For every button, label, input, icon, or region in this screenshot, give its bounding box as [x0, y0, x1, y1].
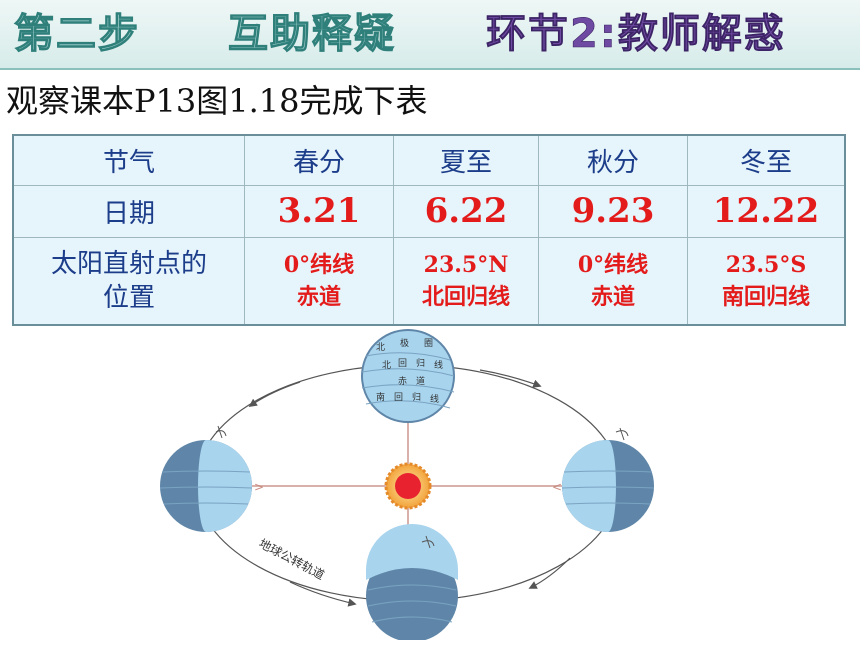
- position-summer-line1: 23.5°N: [423, 251, 509, 278]
- top-globe-label-8: 道: [416, 375, 425, 387]
- top-globe-label-4: 回: [398, 358, 407, 369]
- top-globe-label-2: 圈: [424, 338, 433, 349]
- globe-left: [159, 425, 253, 532]
- date-spring: 3.21: [244, 184, 394, 238]
- top-globe-label-12: 线: [430, 393, 439, 405]
- top-globe-label-3: 北: [382, 360, 391, 371]
- header-cell-spring: 春分: [244, 134, 394, 186]
- top-globe-label-1: 极: [400, 337, 409, 349]
- top-globe-label-7: 赤: [398, 376, 407, 387]
- position-autumn-line1: 0°纬线: [577, 251, 649, 278]
- row-label-position: 太阳直射点的 位置: [12, 236, 245, 326]
- top-globe-label-9: 南: [376, 391, 385, 403]
- top-globe-label-11: 归: [412, 391, 421, 403]
- table-header-row: 节气 春分 夏至 秋分 冬至: [12, 134, 846, 186]
- header-cell-summer: 夏至: [393, 134, 539, 186]
- sun-core: [395, 473, 421, 499]
- orbit-label: 地球公转轨道: [257, 535, 328, 582]
- globe-top: 北 极 圈 北 回 归 线 赤 道 南 回 归 线: [361, 329, 455, 423]
- position-winter-line2: 南回归线: [721, 283, 810, 310]
- position-spring-line2: 赤道: [296, 283, 341, 310]
- page-subtitle: 观察课本P13图1.18完成下表: [6, 82, 428, 120]
- earth-orbit-diagram: 北 极 圈 北 回 归 线 赤 道 南 回 归 线 地球公转轨道 > <: [159, 329, 655, 640]
- title-topic: 互助释疑: [227, 10, 396, 57]
- top-globe-label-6: 线: [434, 359, 443, 371]
- orbit-arrow-top-left: [248, 381, 301, 407]
- orbit-arrow-top-right: [479, 369, 542, 388]
- solar-terms-table: 节气 春分 夏至 秋分 冬至 日期 3.21 6.22 9.23 12.22 太…: [12, 134, 846, 326]
- header-cell-term: 节气: [12, 134, 245, 186]
- header-cell-autumn: 秋分: [538, 134, 688, 186]
- table-row-date: 日期 3.21 6.22 9.23 12.22: [12, 184, 846, 238]
- top-globe-label-0: 北: [376, 342, 385, 353]
- date-autumn: 9.23: [538, 184, 688, 238]
- mark-left: >: [254, 480, 264, 494]
- top-globe-label-5: 归: [416, 357, 425, 369]
- row-label-position-line2: 位置: [102, 282, 155, 313]
- position-spring: 0°纬线 赤道: [244, 236, 394, 326]
- position-autumn-line2: 赤道: [590, 283, 635, 310]
- title-step: 第二步: [13, 10, 140, 57]
- mark-right: <: [552, 480, 562, 494]
- top-globe-label-10: 回: [394, 392, 403, 403]
- date-winter: 12.22: [687, 184, 846, 238]
- title-bar: 第二步 互助释疑 环节2:教师解惑: [0, 0, 860, 70]
- row-label-date: 日期: [12, 184, 245, 238]
- position-summer-line2: 北回归线: [421, 283, 510, 310]
- globe-bottom: [366, 524, 458, 640]
- row-label-position-line1: 太阳直射点的: [50, 248, 207, 279]
- globe-right: [561, 427, 655, 532]
- title-section: 环节2:教师解惑: [486, 11, 786, 58]
- position-winter-line1: 23.5°S: [725, 251, 807, 278]
- orbit-arrow-bottom-left: [289, 581, 357, 607]
- header-cell-winter: 冬至: [687, 134, 846, 186]
- date-summer: 6.22: [393, 184, 539, 238]
- position-winter: 23.5°S 南回归线: [687, 236, 846, 326]
- table-row-position: 太阳直射点的 位置 0°纬线 赤道 23.5°N 北回归线 0°纬线 赤道 23…: [12, 236, 846, 326]
- position-autumn: 0°纬线 赤道: [538, 236, 688, 326]
- orbit-arrow-bottom-right: [528, 557, 571, 589]
- position-spring-line1: 0°纬线: [283, 251, 355, 278]
- position-summer: 23.5°N 北回归线: [393, 236, 539, 326]
